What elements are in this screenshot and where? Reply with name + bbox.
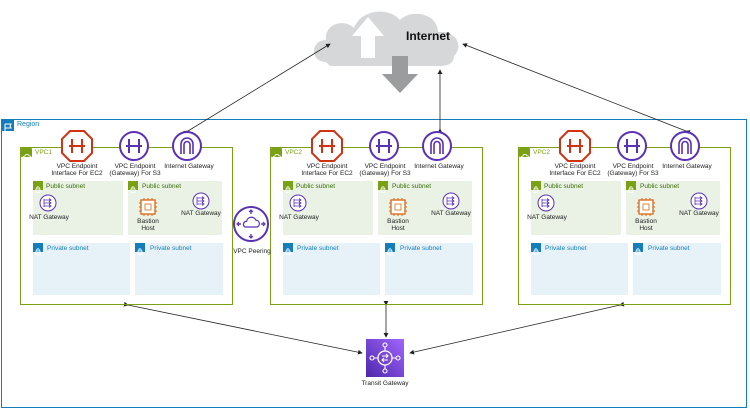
lock-icon	[283, 243, 293, 255]
private-subnet-label: Private subnet	[297, 245, 339, 252]
private-subnet-a	[33, 243, 130, 295]
nat-gateway-label: NAT Gateway	[431, 210, 471, 217]
vpc-endpoint-gateway-icon	[617, 131, 647, 161]
nat-gateway-label: NAT Gateway	[29, 214, 69, 221]
endpoint-interface-label: VPC Endpoint Interface For EC2	[51, 163, 103, 178]
internet-gateway-label: Internet Gateway	[164, 163, 214, 170]
lock-icon	[33, 181, 43, 193]
private-subnet-label: Private subnet	[400, 245, 442, 252]
lock-icon	[385, 243, 395, 255]
nat-gateway-icon	[690, 192, 708, 210]
vpc-peering-label: VPC Peering	[233, 248, 271, 255]
internet-gateway-icon	[670, 131, 700, 161]
lock-icon	[378, 181, 388, 193]
private-subnet-b	[135, 243, 223, 295]
internet-gateway-label: Internet Gateway	[414, 163, 464, 170]
lock-icon	[531, 243, 541, 255]
lock-icon	[128, 181, 138, 193]
private-subnet-label: Private subnet	[47, 245, 89, 252]
nat-gateway-label: NAT Gateway	[679, 210, 719, 217]
region-label: Region	[17, 121, 40, 128]
edge-vpc3-igw-internet	[462, 43, 691, 135]
vpc-label: VPC2	[533, 149, 550, 156]
edge-vpc1-transit	[123, 301, 363, 355]
internet-cloud	[314, 11, 459, 93]
public-subnet-label: Public subnet	[142, 183, 182, 190]
vpc-cloud-icon	[21, 148, 32, 160]
internet-gateway-icon	[422, 131, 452, 161]
lock-icon	[135, 243, 145, 255]
nat-gateway-label: NAT Gateway	[279, 214, 319, 221]
public-subnet-label: Public subnet	[46, 183, 86, 190]
vpc-label: VPC1	[35, 149, 52, 156]
nat-gateway-icon	[192, 192, 210, 210]
public-subnet-label: Public subnet	[544, 183, 584, 190]
vpc-endpoint-interface-icon	[61, 130, 93, 162]
bastion-host-icon	[139, 198, 157, 216]
private-subnet-label: Private subnet	[545, 245, 587, 252]
vpc-endpoint-gateway-icon	[119, 131, 149, 161]
vpc-cloud-icon	[519, 148, 530, 160]
nat-gateway-label: NAT Gateway	[181, 210, 221, 217]
endpoint-gateway-label: VPC Endpoint (Gateway) For S3	[607, 163, 659, 178]
endpoint-gateway-label: VPC Endpoint (Gateway) For S3	[359, 163, 411, 178]
endpoint-gateway-label: VPC Endpoint (Gateway) For S3	[109, 163, 161, 178]
lock-icon	[283, 181, 293, 193]
transit-gateway-icon	[366, 339, 404, 377]
edge-vpc3-transit	[409, 301, 625, 355]
lock-icon	[33, 243, 43, 255]
bastion-host-label: Bastion Host	[137, 218, 159, 233]
nat-gateway-icon	[289, 194, 307, 212]
region-boundary	[1, 119, 747, 408]
nat-gateway-icon	[39, 194, 57, 212]
bastion-host-icon	[637, 198, 655, 216]
private-subnet-b	[385, 243, 473, 295]
nat-gateway-icon	[442, 192, 460, 210]
lock-icon	[626, 181, 636, 193]
vpc-endpoint-gateway-icon	[369, 131, 399, 161]
nat-gateway-label: NAT Gateway	[527, 214, 567, 221]
lock-icon	[531, 181, 541, 193]
bastion-host-label: Bastion Host	[635, 218, 657, 233]
private-subnet-label: Private subnet	[150, 245, 192, 252]
lock-icon	[633, 243, 643, 255]
private-subnet-a	[283, 243, 380, 295]
public-subnet-label: Public subnet	[296, 183, 336, 190]
public-subnet-label: Public subnet	[392, 183, 432, 190]
private-subnet-label: Private subnet	[648, 245, 690, 252]
private-subnet-b	[633, 243, 721, 295]
edge-vpc1-igw-internet	[183, 43, 331, 136]
vpc-label: VPC2	[285, 149, 302, 156]
flag-icon	[2, 120, 14, 132]
vpc-peering-icon	[233, 206, 269, 242]
vpc-endpoint-interface-icon	[311, 130, 343, 162]
vpc-endpoint-interface-icon	[559, 130, 591, 162]
internet-gateway-icon	[172, 131, 202, 161]
endpoint-interface-label: VPC Endpoint Interface For EC2	[549, 163, 601, 178]
internet-label: Internet	[406, 29, 451, 43]
bastion-host-icon	[389, 198, 407, 216]
private-subnet-a	[531, 243, 628, 295]
endpoint-interface-label: VPC Endpoint Interface For EC2	[301, 163, 353, 178]
nat-gateway-icon	[537, 194, 555, 212]
bastion-host-label: Bastion Host	[387, 218, 409, 233]
transit-gateway-label: Transit Gateway	[361, 380, 409, 387]
public-subnet-label: Public subnet	[640, 183, 680, 190]
vpc-cloud-icon	[271, 148, 282, 160]
internet-gateway-label: Internet Gateway	[662, 163, 712, 170]
